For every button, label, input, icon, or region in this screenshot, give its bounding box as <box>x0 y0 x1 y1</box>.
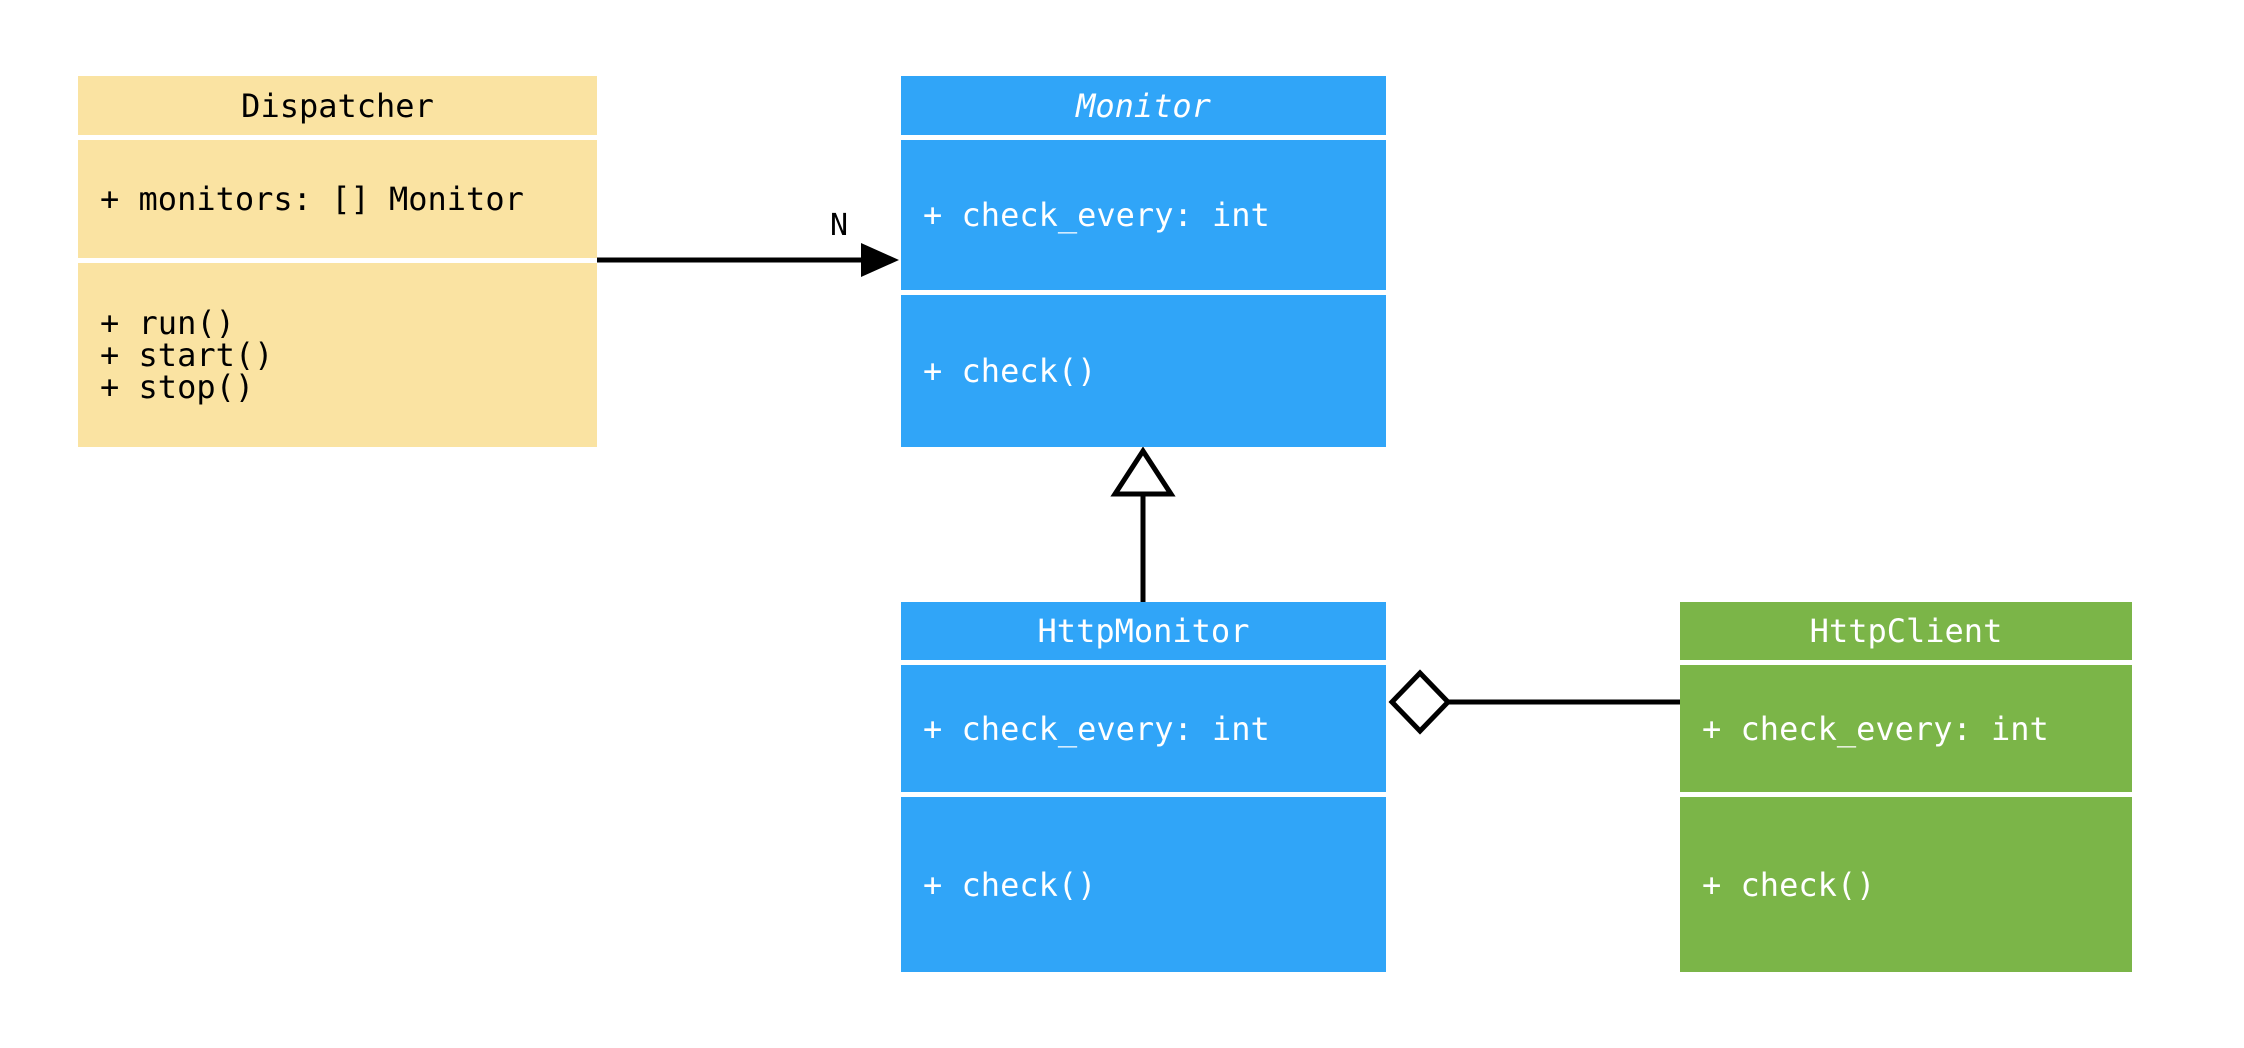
attribute-item: + monitors: [] Monitor <box>100 180 524 218</box>
class-methods: + run() + start() + stop() <box>78 263 597 447</box>
inheritance-arrow <box>1110 446 1176 602</box>
class-httpmonitor: HttpMonitor + check_every: int + check() <box>901 602 1386 972</box>
class-httpclient: HttpClient + check_every: int + check() <box>1680 602 2132 972</box>
method-item: + check() <box>1702 865 1876 904</box>
method-item: + check() <box>923 865 1097 904</box>
class-attributes: + monitors: [] Monitor <box>78 140 597 258</box>
method-item: + run() <box>100 304 235 342</box>
hollow-triangle-icon <box>1110 446 1176 497</box>
association-arrow <box>597 243 899 277</box>
class-methods: + check() <box>1680 797 2132 972</box>
attribute-item: + check_every: int <box>923 196 1270 234</box>
hollow-diamond-icon <box>1388 669 1452 735</box>
class-title: Dispatcher <box>78 76 597 135</box>
method-item: + start() <box>100 336 274 374</box>
class-title: HttpMonitor <box>901 602 1386 660</box>
class-title: Monitor <box>901 76 1386 135</box>
class-monitor: Monitor + check_every: int + check() <box>901 76 1386 447</box>
class-methods: + check() <box>901 295 1386 447</box>
filled-arrowhead-icon <box>861 243 899 277</box>
class-attributes: + check_every: int <box>901 140 1386 290</box>
class-dispatcher: Dispatcher + monitors: [] Monitor + run(… <box>78 76 597 447</box>
class-attributes: + check_every: int <box>1680 665 2132 792</box>
class-methods: + check() <box>901 797 1386 972</box>
attribute-item: + check_every: int <box>1702 709 2049 748</box>
method-item: + check() <box>923 352 1097 390</box>
aggregation-connector <box>1388 669 1680 735</box>
multiplicity-label: N <box>830 208 849 243</box>
attribute-item: + check_every: int <box>923 709 1270 748</box>
class-attributes: + check_every: int <box>901 665 1386 792</box>
class-title: HttpClient <box>1680 602 2132 660</box>
method-item: + stop() <box>100 368 255 406</box>
